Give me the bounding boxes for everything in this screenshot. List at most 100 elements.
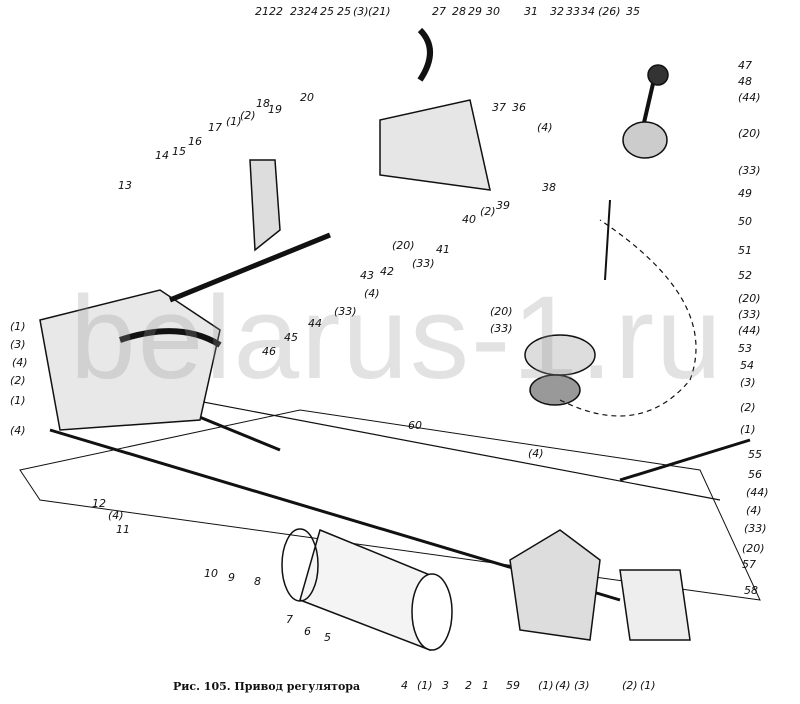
part-label: (3) (10, 338, 26, 351)
part-label: 48 (738, 75, 752, 88)
lever-55 (619, 438, 751, 482)
part-label: (1) (226, 115, 242, 128)
bracket-17 (249, 159, 281, 252)
part-label: 20 (300, 91, 314, 104)
lever-27 (417, 27, 433, 82)
part-label: 1 (482, 679, 489, 692)
part-label: 33 (566, 5, 580, 18)
part-label: 25 (320, 5, 334, 18)
part-label: 29 (468, 5, 482, 18)
bracket-right (619, 569, 691, 641)
part-label: 38 (542, 181, 556, 194)
part-label: (3) (353, 5, 369, 18)
part-label: (4) (746, 504, 762, 517)
part-label: 42 (380, 265, 394, 278)
part-label: 23 (290, 5, 304, 18)
rod-45 (169, 232, 331, 303)
base-plate-outline (19, 409, 761, 601)
part-label: 39 (496, 199, 510, 212)
part-label: (20) (490, 305, 513, 318)
part-label: 50 (738, 215, 752, 228)
part-label: 8 (254, 575, 261, 588)
part-label: 28 (452, 5, 466, 18)
part-label: 17 (208, 121, 222, 134)
part-label: 18 (256, 97, 270, 110)
part-label: (4) (12, 356, 28, 369)
part-label: 3 (442, 679, 449, 692)
part-label: 35 (626, 5, 640, 18)
bracket-lower (509, 529, 601, 641)
part-label: 52 (738, 269, 752, 282)
part-label: 27 (432, 5, 446, 18)
part-label: 53 (738, 342, 752, 355)
part-label: (1) (640, 679, 656, 692)
boot (119, 328, 222, 348)
part-label: (1) (538, 679, 554, 692)
part-label: 15 (172, 145, 186, 158)
part-label: 54 (740, 359, 754, 372)
part-label: 58 (744, 584, 758, 597)
part-label: (20) (742, 542, 765, 555)
part-label: (2) (740, 401, 756, 414)
part-label: 40 (462, 213, 476, 226)
part-label: (33) (738, 164, 761, 177)
part-label: 9 (228, 571, 235, 584)
part-label: (1) (740, 423, 756, 436)
part-label: 13 (118, 179, 132, 192)
part-label: (4) (555, 679, 571, 692)
part-label: 59 (506, 679, 520, 692)
part-label: (2) (240, 109, 256, 122)
cross-rod (139, 389, 721, 501)
part-label: (26) (598, 5, 621, 18)
part-label: 51 (738, 244, 752, 257)
part-label: 36 (512, 101, 526, 114)
part-label: (44) (738, 91, 761, 104)
part-label: 37 (492, 101, 506, 114)
part-label: (20) (738, 127, 761, 140)
part-label: (3) (574, 679, 590, 692)
part-label: (1) (10, 320, 26, 333)
part-label: (3) (740, 376, 756, 389)
part-label: 24 (304, 5, 318, 18)
part-label: (44) (746, 486, 769, 499)
part-label: 34 (581, 5, 595, 18)
part-label: (44) (738, 324, 761, 337)
part-label: (4) (108, 509, 124, 522)
part-label: 12 (92, 497, 106, 510)
part-label: 49 (738, 187, 752, 200)
part-label: 7 (286, 613, 293, 626)
part-label: (33) (738, 308, 761, 321)
part-label: 43 (360, 269, 374, 282)
part-label: 5 (324, 631, 331, 644)
cable-51 (604, 199, 611, 281)
regulator-body (39, 289, 221, 431)
part-label: (33) (744, 522, 767, 535)
part-label: (4) (364, 287, 380, 300)
watermark: belarus-1.ru (70, 272, 724, 404)
part-label: 57 (742, 558, 756, 571)
part-label: 56 (748, 468, 762, 481)
part-label: 10 (204, 567, 218, 580)
part-label: 16 (188, 135, 202, 148)
part-label: 32 (550, 5, 564, 18)
part-label: (20) (392, 239, 415, 252)
part-label: 11 (116, 523, 130, 536)
part-label: 25 (337, 5, 351, 18)
part-label: (33) (490, 322, 513, 335)
part-label: 41 (436, 243, 450, 256)
part-label: (2) (622, 679, 638, 692)
part-label: 4 (401, 679, 408, 692)
part-label: 19 (268, 103, 282, 116)
part-label: (4) (537, 121, 553, 134)
dashed-cable (559, 219, 697, 417)
part-label: 6 (304, 625, 311, 638)
part-label: 46 (262, 345, 276, 358)
part-label: 22 (269, 5, 283, 18)
part-label: (21) (368, 5, 391, 18)
part-label: (2) (10, 374, 26, 387)
figure-caption: Рис. 105. Привод регулятора (173, 680, 361, 693)
part-label: (20) (738, 292, 761, 305)
part-label: (33) (412, 257, 435, 270)
